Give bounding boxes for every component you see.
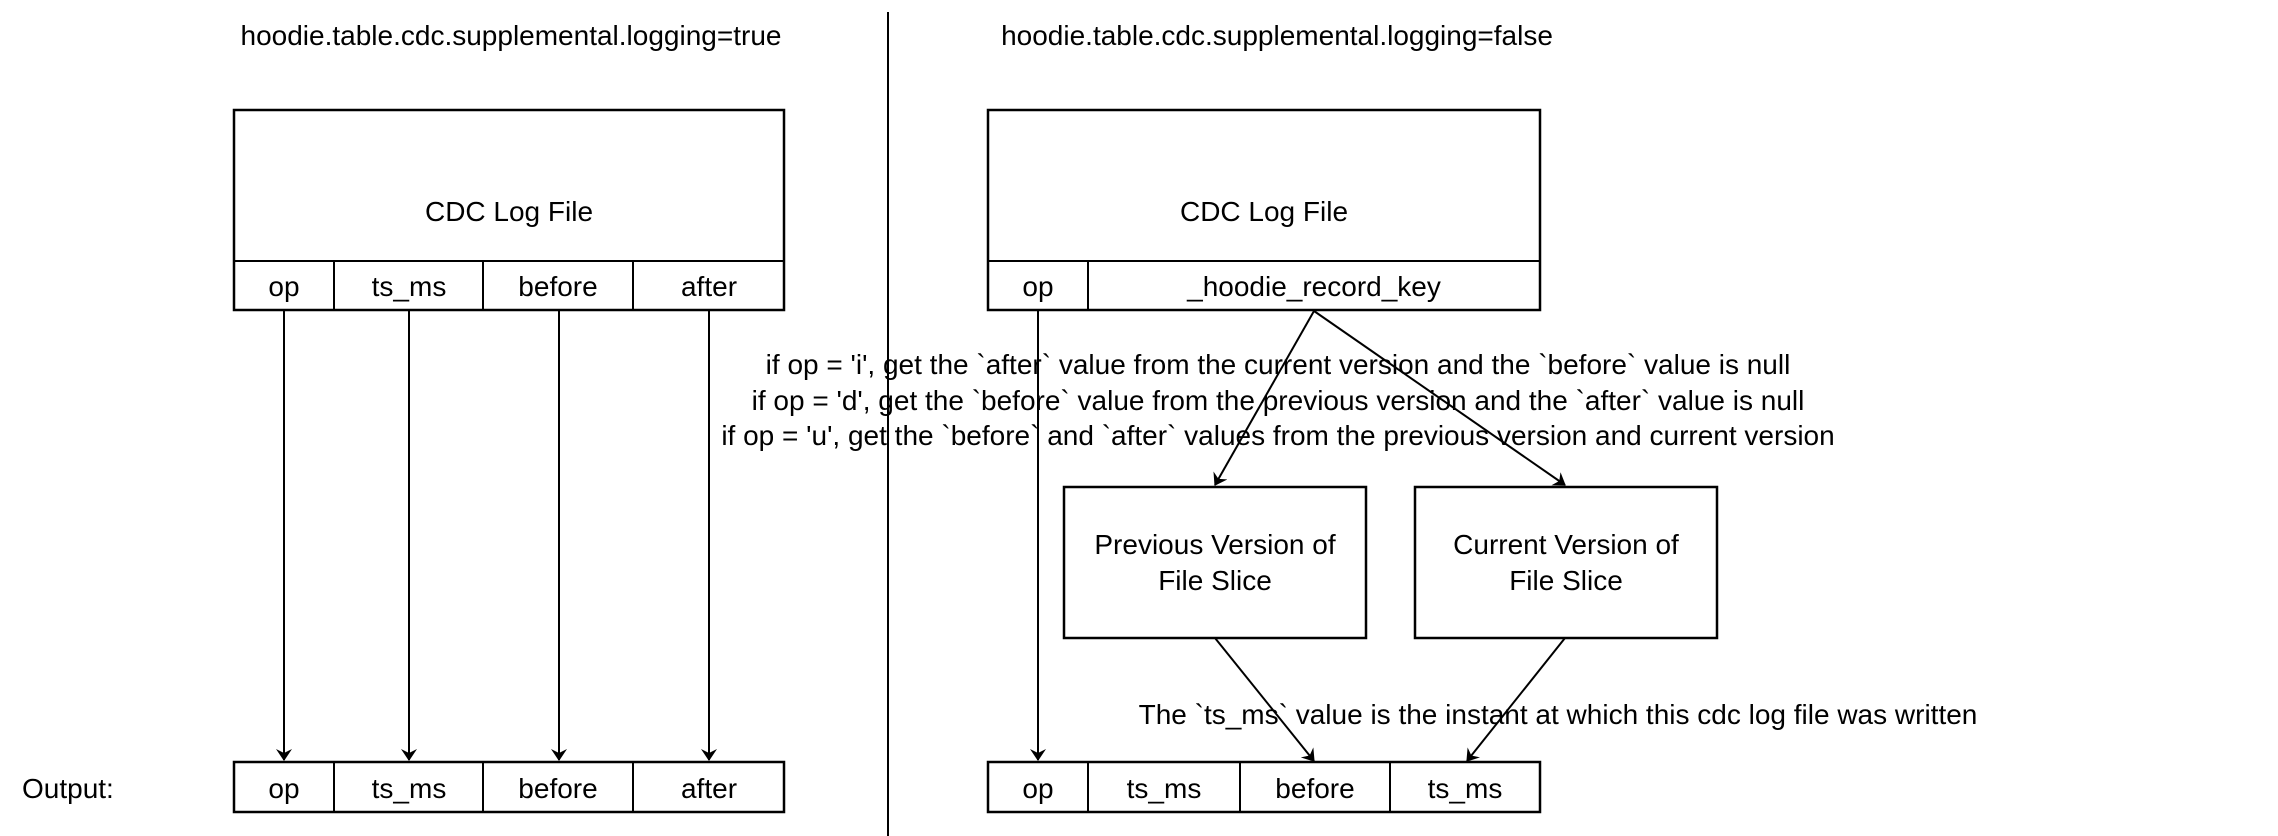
left-arrows bbox=[276, 311, 717, 761]
output-ts-ms: ts_ms bbox=[1127, 773, 1202, 804]
column-op: op bbox=[1022, 271, 1053, 302]
current-version-box: Current Version of File Slice bbox=[1413, 485, 1719, 640]
arrow-previous-to-before bbox=[1214, 637, 1315, 762]
output-label: Output: bbox=[22, 773, 114, 804]
arrow-to-current-version bbox=[1313, 310, 1566, 486]
right-title: hoodie.table.cdc.supplemental.logging=fa… bbox=[1001, 20, 1553, 51]
condition-update: if op = 'u', get the `before` and `after… bbox=[721, 420, 1834, 451]
output-after: after bbox=[681, 773, 737, 804]
previous-version-label-line2: File Slice bbox=[1158, 565, 1272, 596]
left-title: hoodie.table.cdc.supplemental.logging=tr… bbox=[241, 20, 782, 51]
previous-version-box: Previous Version of File Slice bbox=[1062, 485, 1368, 640]
output-op: op bbox=[1022, 773, 1053, 804]
column-op: op bbox=[268, 271, 299, 302]
output-ts-ms: ts_ms bbox=[372, 773, 447, 804]
ts-ms-note: The `ts_ms` value is the instant at whic… bbox=[1139, 699, 1978, 730]
right-cdc-log-file: CDC Log File op _hoodie_record_key bbox=[986, 108, 1542, 312]
output-before: before bbox=[1275, 773, 1354, 804]
output-before: before bbox=[518, 773, 597, 804]
left-cdc-log-file: CDC Log File op ts_ms before after bbox=[232, 108, 786, 312]
right-output-row: op ts_ms before ts_ms bbox=[986, 760, 1542, 814]
left-output-row: op ts_ms before after bbox=[232, 760, 786, 814]
column-record-key: _hoodie_record_key bbox=[1186, 271, 1441, 302]
column-before: before bbox=[518, 271, 597, 302]
previous-version-label-line1: Previous Version of bbox=[1094, 529, 1335, 560]
condition-insert: if op = 'i', get the `after` value from … bbox=[766, 349, 1791, 380]
output-after-ts-ms: ts_ms bbox=[1428, 773, 1503, 804]
condition-delete: if op = 'd', get the `before` value from… bbox=[752, 385, 1805, 416]
arrow-to-previous-version bbox=[1213, 310, 1315, 486]
output-op: op bbox=[268, 773, 299, 804]
current-version-label-line1: Current Version of bbox=[1453, 529, 1679, 560]
condition-notes: if op = 'i', get the `after` value from … bbox=[721, 349, 1834, 451]
log-file-label: CDC Log File bbox=[425, 196, 593, 227]
arrow-current-to-after bbox=[1466, 637, 1566, 762]
current-version-label-line2: File Slice bbox=[1509, 565, 1623, 596]
column-ts-ms: ts_ms bbox=[372, 271, 447, 302]
column-after: after bbox=[681, 271, 737, 302]
log-file-label: CDC Log File bbox=[1180, 196, 1348, 227]
